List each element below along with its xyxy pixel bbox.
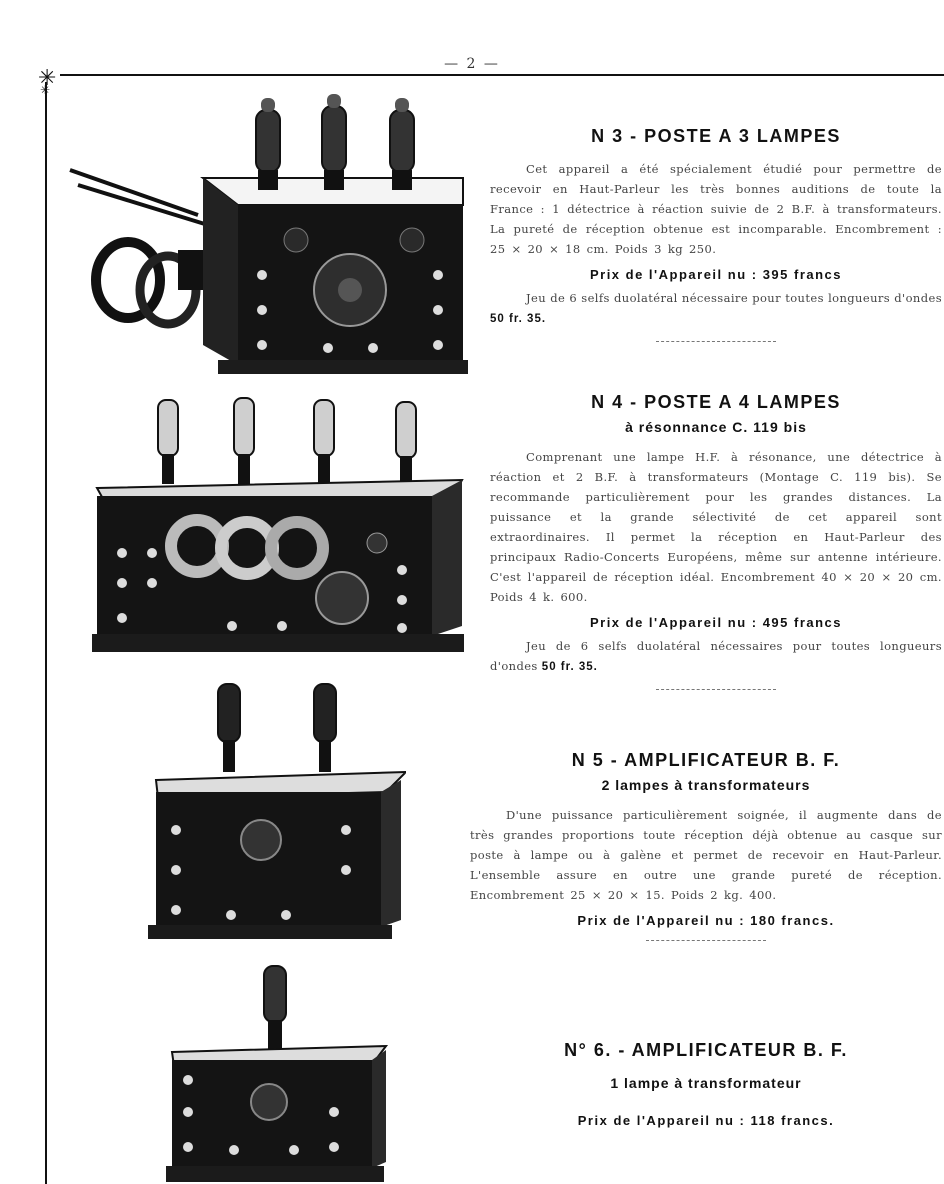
item-title: N° 6. - AMPLIFICATEUR B. F. xyxy=(564,1040,848,1060)
note-text: Jeu de 6 selfs duolatéral nécessaires po… xyxy=(490,639,942,673)
item-price: Prix de l'Appareil nu : 395 francs xyxy=(589,267,843,282)
item-description: Comprenant une lampe H.F. à résonance, u… xyxy=(490,450,942,604)
note-price: 50 fr. 35. xyxy=(490,313,547,325)
item-poste-4-lampes: N 4 - POSTE A 4 LAMPES à résonnance C. 1… xyxy=(490,392,942,690)
illustration-poste-4-lampes xyxy=(92,388,467,673)
item-price: Prix de l'Appareil nu : 495 francs xyxy=(589,615,843,630)
separator xyxy=(646,940,766,941)
separator xyxy=(656,341,776,342)
page-number: — 2 — xyxy=(444,56,500,72)
item-note: Jeu de 6 selfs duolatéral nécessaire pou… xyxy=(490,288,942,329)
note-text: Jeu de 6 selfs duolatéral nécessaire pou… xyxy=(526,291,942,305)
corner-ornament-icon: ✳ xyxy=(38,66,57,91)
item-title: N 4 - POSTE A 4 LAMPES xyxy=(591,392,841,412)
illustration-amplificateur-1-lampe xyxy=(164,962,394,1184)
item-title: N 3 - POSTE A 3 LAMPES xyxy=(591,126,841,146)
item-description: D'une puissance particulièrement soignée… xyxy=(470,808,942,902)
left-rule xyxy=(45,82,47,1184)
item-description: Cet appareil a été spécialement étudié p… xyxy=(490,162,942,256)
separator xyxy=(656,689,776,690)
item-note: Jeu de 6 selfs duolatéral nécessaires po… xyxy=(490,636,942,677)
note-price: 50 fr. 35. xyxy=(541,661,598,673)
item-poste-3-lampes: N 3 - POSTE A 3 LAMPES Cet appareil a ét… xyxy=(490,126,942,342)
item-amplificateur-1-lampe: N° 6. - AMPLIFICATEUR B. F. 1 lampe à tr… xyxy=(470,1040,942,1128)
item-subtitle: 2 lampes à transformateurs xyxy=(601,777,811,793)
item-price: Prix de l'Appareil nu : 180 francs. xyxy=(577,913,835,928)
item-subtitle: à résonnance C. 119 bis xyxy=(625,419,807,435)
item-title: N 5 - AMPLIFICATEUR B. F. xyxy=(571,750,841,770)
item-price: Prix de l'Appareil nu : 118 francs. xyxy=(577,1113,835,1128)
top-rule xyxy=(60,74,944,76)
item-amplificateur-2-lampes: N 5 - AMPLIFICATEUR B. F. 2 lampes à tra… xyxy=(470,750,942,941)
illustration-poste-3-lampes xyxy=(68,90,478,385)
illustration-amplificateur-2-lampes xyxy=(146,680,406,950)
item-subtitle: 1 lampe à transformateur xyxy=(610,1075,802,1091)
corner-ornament-small-icon: ✳ xyxy=(40,83,51,97)
